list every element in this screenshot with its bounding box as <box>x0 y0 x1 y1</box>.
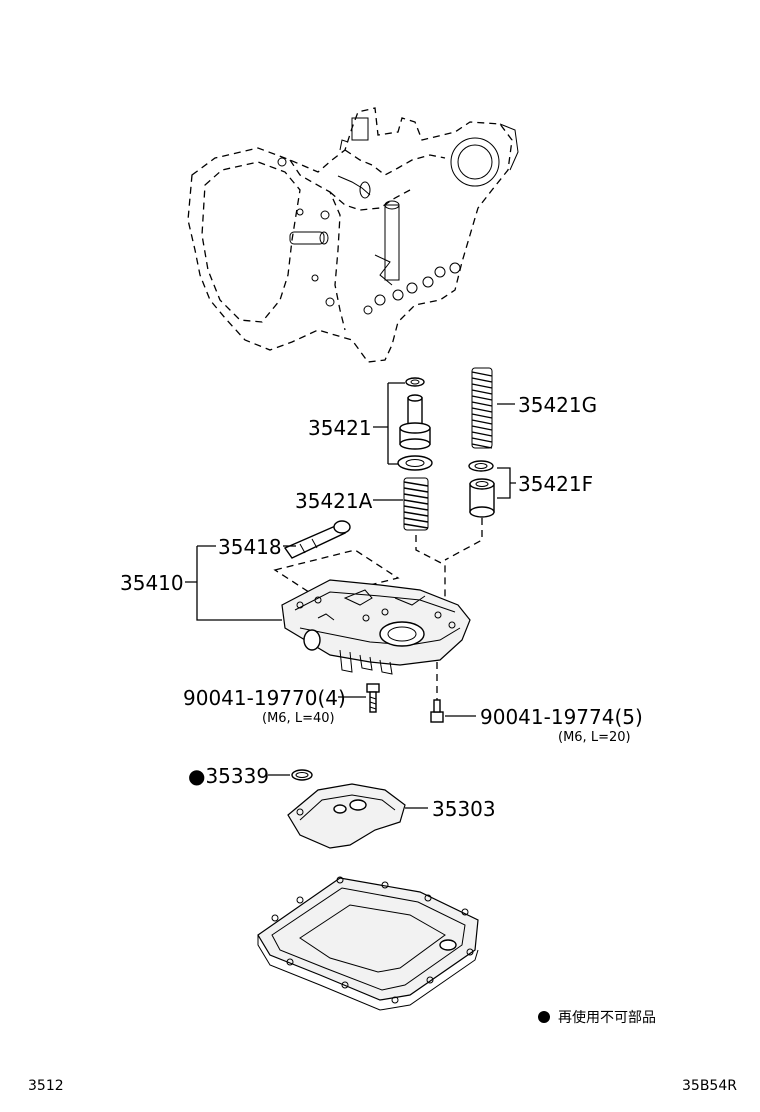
label-35339: ●35339 <box>188 764 269 788</box>
spring-35421g <box>471 367 493 449</box>
footer-left-code: 3512 <box>28 1078 64 1094</box>
spring-35421a <box>403 477 429 531</box>
leader-lines <box>185 382 516 809</box>
accumulator-piston-35421 <box>397 377 433 471</box>
label-35410: 35410 <box>120 571 184 595</box>
label-35421g: 35421G <box>518 393 597 417</box>
bolt-90041-19774 <box>430 662 444 723</box>
bolt-placement-box <box>273 549 400 599</box>
install-line-2 <box>444 518 483 561</box>
non-reusable-bullet-icon <box>538 1011 550 1023</box>
bolt-35418 <box>283 520 351 559</box>
o-ring-35339 <box>291 769 313 781</box>
label-35303: 35303 <box>432 797 496 821</box>
label-35421a: 35421A <box>295 489 373 513</box>
bolt-90041-19770 <box>366 683 380 713</box>
label-35421: 35421 <box>308 416 372 440</box>
label-35421f: 35421F <box>518 472 593 496</box>
oil-strainer-35303 <box>287 783 406 849</box>
valve-body-35410 <box>281 579 471 675</box>
label-35418: 35418 <box>218 535 282 559</box>
label-90041-19774: 90041-19774(5) <box>480 705 643 729</box>
transaxle-housing <box>187 107 519 363</box>
housing-bolts <box>277 157 461 315</box>
label-90041-19770: 90041-19770(4) <box>183 686 346 710</box>
piston-35421f <box>468 460 495 518</box>
label-90041-19770-spec: (M6, L=40) <box>262 711 335 726</box>
label-90041-19774-spec: (M6, L=20) <box>558 730 631 745</box>
oil-pan <box>257 876 479 1011</box>
legend-text: 再使用不可部品 <box>558 1009 656 1026</box>
footer-right-code: 35B54R <box>682 1078 737 1094</box>
